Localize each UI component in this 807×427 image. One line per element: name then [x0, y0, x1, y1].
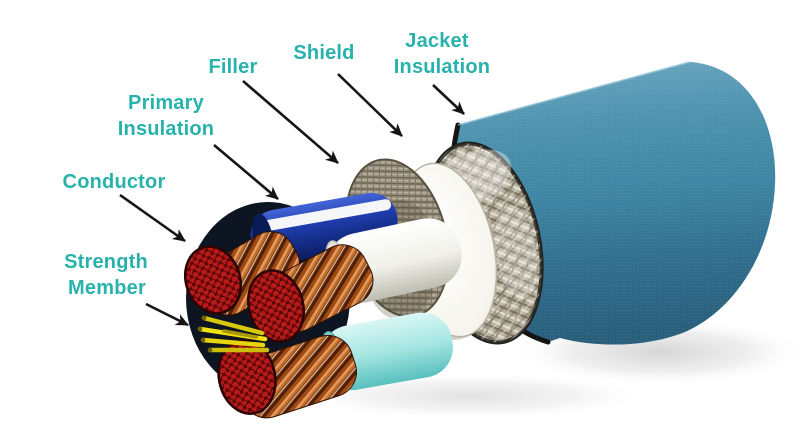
arrow-primary-insulation	[213, 144, 279, 200]
conductor-strand-face-middle	[247, 269, 305, 343]
callout-labels: Filler Shield Jacket Insulation Primary …	[63, 30, 490, 299]
label-conductor: Conductor	[63, 171, 166, 193]
label-strength-member-line1: Strength	[64, 251, 148, 273]
arrow-filler	[242, 80, 339, 164]
label-shield: Shield	[293, 42, 354, 64]
label-jacket-insulation-line1: Jacket	[405, 30, 469, 52]
label-jacket-insulation-line2: Insulation	[394, 56, 490, 78]
conductor-strand-face-top	[184, 245, 242, 315]
label-primary-insulation-line2: Insulation	[118, 118, 214, 140]
label-strength-member-line2: Member	[68, 277, 146, 299]
label-filler: Filler	[209, 56, 258, 78]
label-primary-insulation-line1: Primary	[128, 92, 205, 114]
callout-arrows	[119, 73, 465, 327]
arrow-jacket-insulation	[432, 84, 465, 115]
arrow-shield	[337, 73, 403, 137]
arrow-conductor	[119, 193, 186, 243]
arrow-strength-member	[145, 302, 189, 327]
strength-member-fibers	[197, 315, 270, 353]
